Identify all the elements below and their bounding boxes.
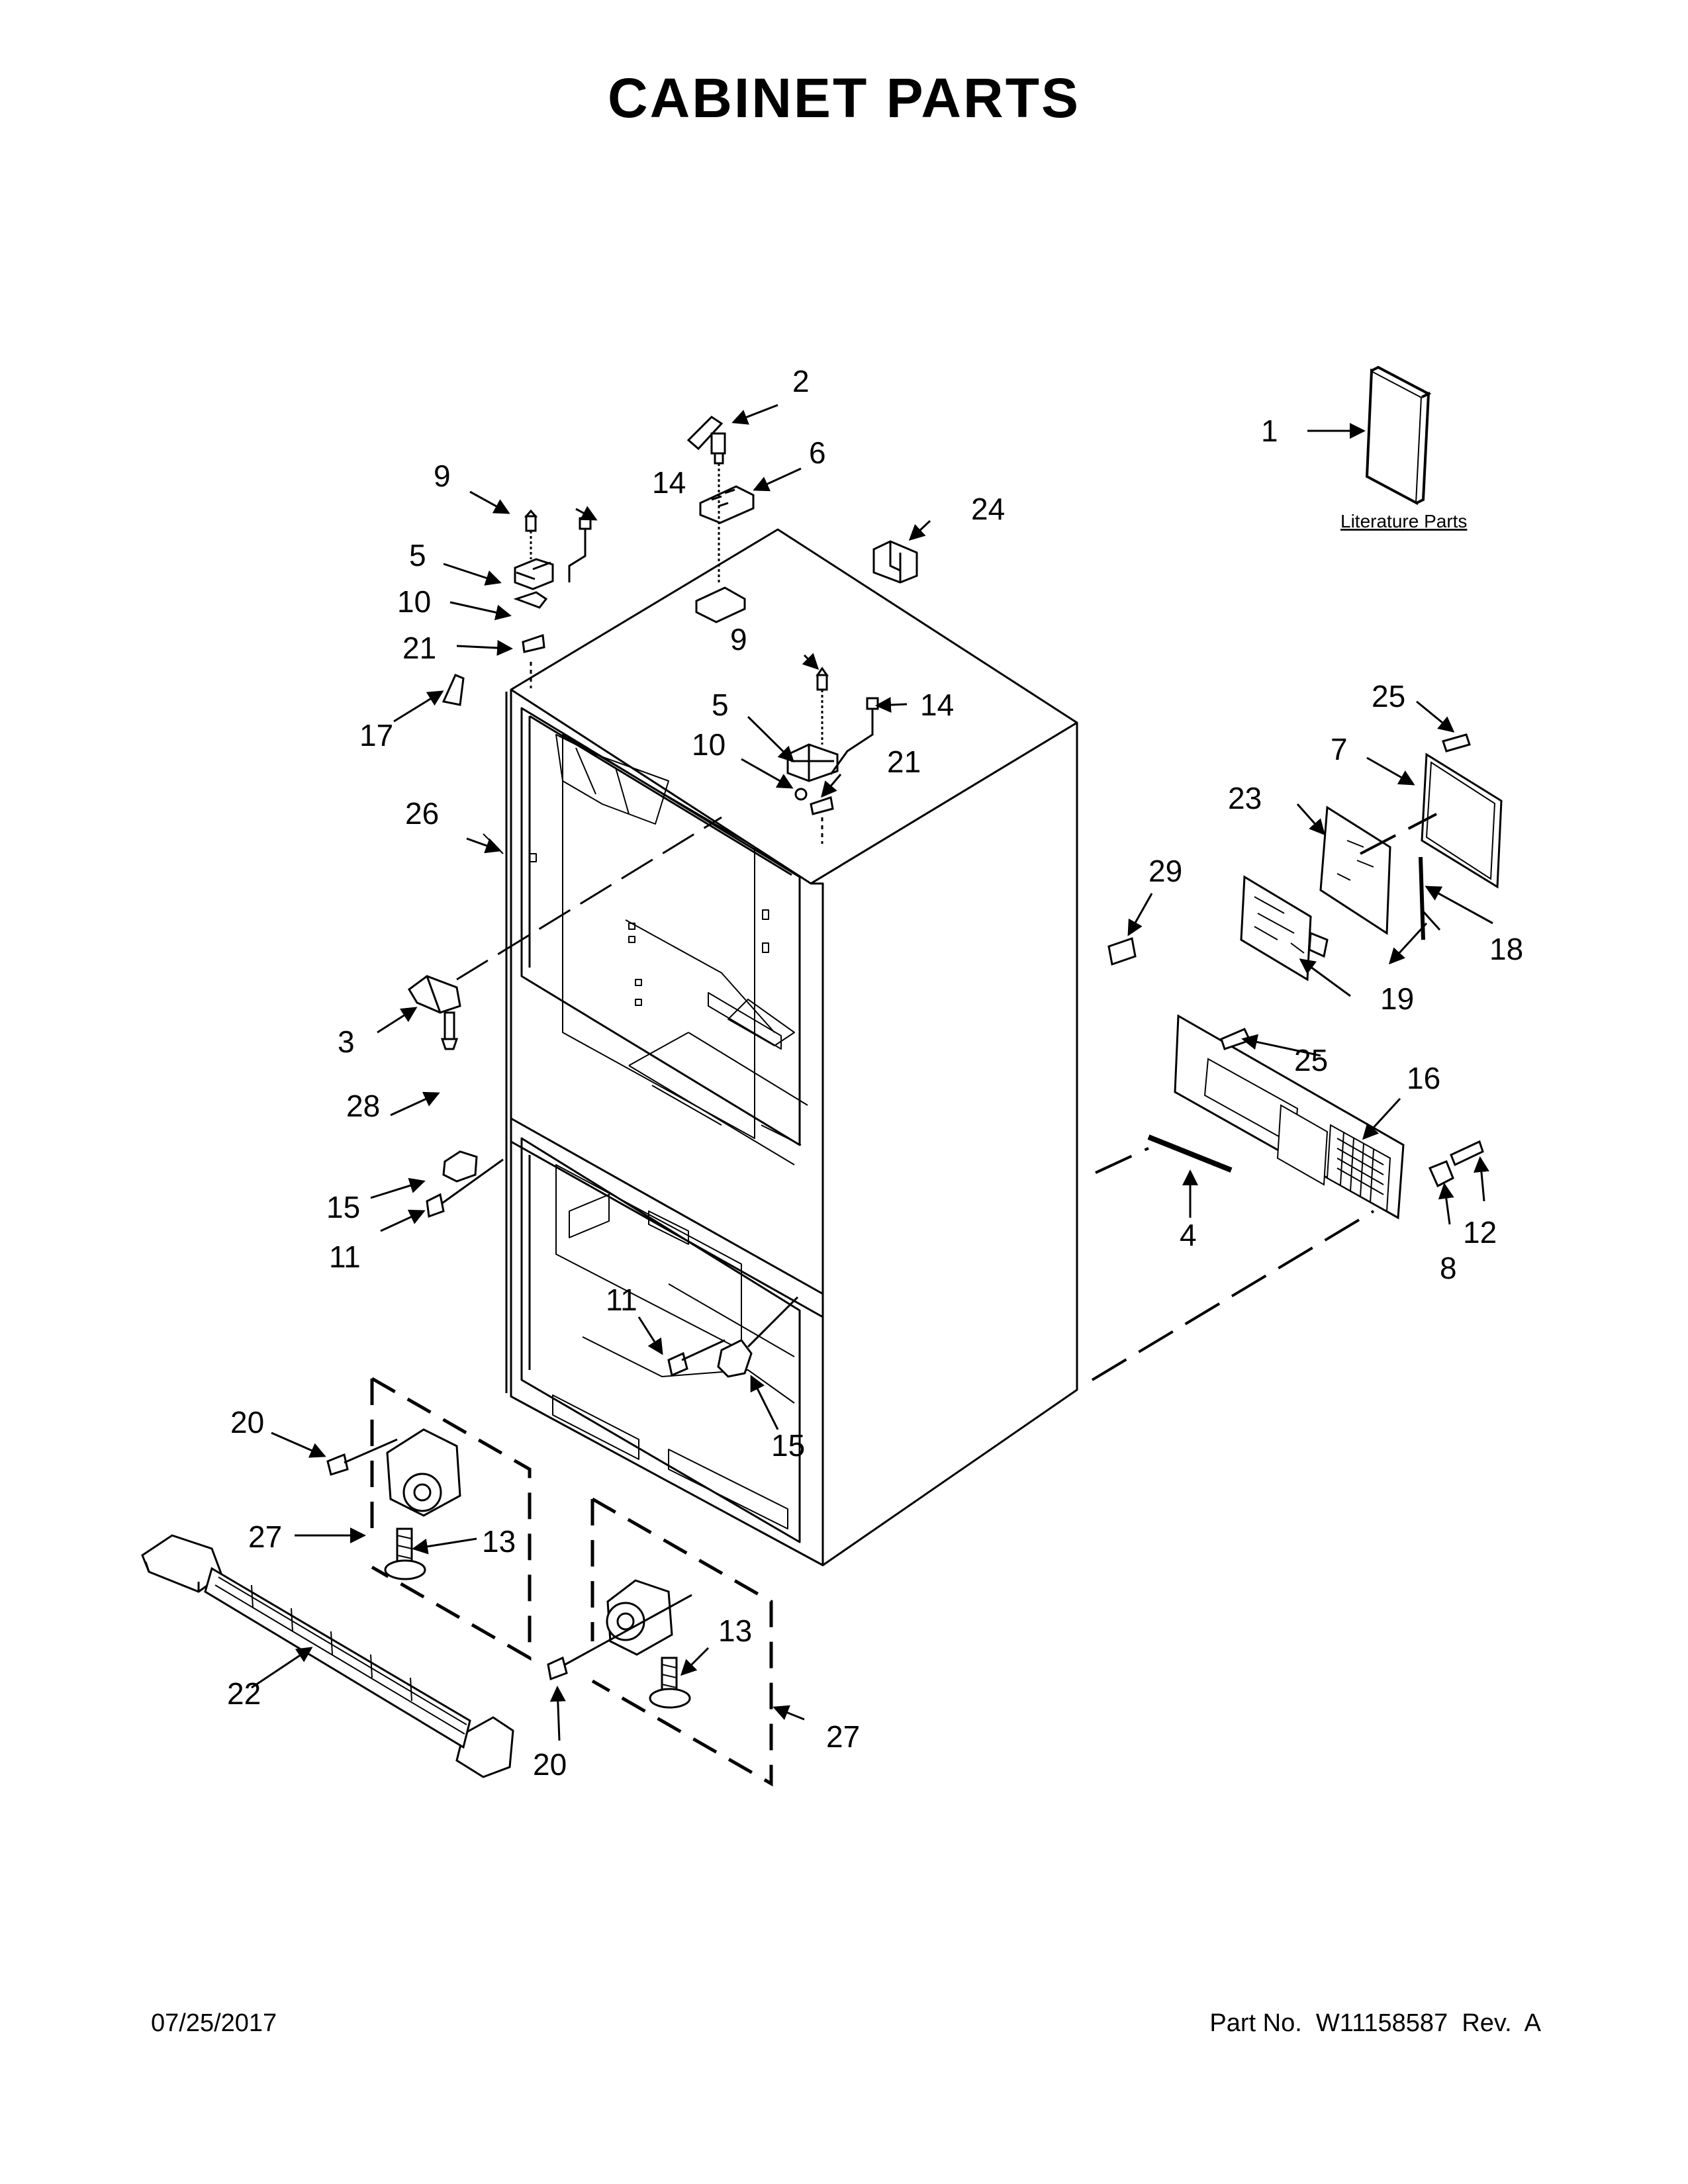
control-board-bracket [1319, 805, 1391, 935]
callout-11-left: 11 [329, 1240, 361, 1274]
top-hinge-pin-assembly [686, 416, 755, 623]
access-plug [1107, 937, 1137, 966]
callout-14-center: 14 [920, 688, 954, 722]
callout-15-left: 15 [326, 1190, 360, 1224]
left-roller-dash-box [370, 1377, 532, 1661]
callout-15-right: 15 [771, 1428, 805, 1463]
callout-9-left: 9 [434, 459, 451, 493]
callout-21-left: 21 [402, 631, 436, 665]
callout-23: 23 [1228, 781, 1262, 815]
rear-access-panel [1174, 1014, 1405, 1220]
callout-25-top: 25 [1372, 679, 1405, 713]
right-roller-assembly [547, 1579, 692, 1709]
callout-6: 6 [809, 435, 826, 470]
callout-16: 16 [1407, 1061, 1440, 1095]
cabinet-side-panel [483, 833, 504, 854]
callout-21-center: 21 [887, 745, 921, 779]
control-cover-plate [1421, 752, 1503, 889]
door-stop-block [872, 540, 918, 584]
literature-parts-label: Literature Parts [1340, 511, 1467, 531]
clip-and-screw [1428, 1140, 1484, 1188]
callout-27-right: 27 [826, 1719, 860, 1754]
callout-20-right: 20 [533, 1747, 567, 1782]
center-hinge-assembly [786, 666, 879, 844]
leader-arrows [251, 404, 1493, 1741]
left-roller-assembly [326, 1428, 461, 1580]
callout-5-left: 5 [409, 538, 426, 572]
callout-28: 28 [346, 1089, 380, 1123]
callout-19: 19 [1380, 981, 1414, 1016]
control-board [1240, 875, 1329, 981]
callout-26: 26 [405, 796, 439, 831]
callout-labels: 1 2 3 4 5 5 6 7 8 9 9 10 10 11 11 12 13 … [227, 364, 1523, 1782]
right-roller-dash-box [590, 1497, 773, 1787]
callout-5-center: 5 [712, 688, 729, 722]
callout-24: 24 [971, 492, 1005, 526]
footer-part-number: Part No. W11158587 Rev. A [1209, 2009, 1541, 2037]
lower-hinge-assembly [408, 816, 722, 1050]
callout-7: 7 [1331, 732, 1348, 766]
callout-29: 29 [1149, 854, 1182, 888]
left-hinge-assembly [513, 509, 592, 688]
callout-8: 8 [1440, 1251, 1457, 1285]
callout-1: 1 [1261, 414, 1278, 448]
callout-20-left: 20 [230, 1405, 264, 1439]
base-grille [141, 1534, 514, 1778]
callout-25-mid: 25 [1294, 1043, 1328, 1077]
callout-12: 12 [1463, 1215, 1497, 1250]
cabinet-body [505, 528, 1078, 1567]
callout-27-left: 27 [248, 1520, 282, 1554]
rear-dash-lines [1091, 813, 1437, 1381]
left-bracket-assembly [426, 1150, 504, 1218]
page-title: CABINET PARTS [607, 67, 1081, 129]
callout-17: 17 [359, 718, 393, 752]
callout-2: 2 [792, 364, 810, 398]
callout-10-center: 10 [692, 727, 726, 762]
callout-3: 3 [338, 1024, 355, 1059]
right-bracket-assembly [667, 1296, 799, 1378]
callout-14-left: 14 [652, 465, 686, 500]
callout-11-center: 11 [606, 1283, 637, 1317]
callout-10-left: 10 [397, 584, 431, 619]
bracket-17 [442, 674, 465, 706]
footer-date: 07/25/2017 [151, 2009, 277, 2037]
callout-18: 18 [1489, 932, 1523, 966]
literature-booklet [1365, 365, 1432, 506]
seal-strip-4 [1147, 1134, 1233, 1173]
callout-13-right: 13 [718, 1614, 752, 1648]
callout-4: 4 [1180, 1218, 1197, 1252]
callout-9-center: 9 [730, 622, 747, 657]
callout-22: 22 [227, 1676, 261, 1711]
callout-13-left: 13 [482, 1524, 516, 1559]
